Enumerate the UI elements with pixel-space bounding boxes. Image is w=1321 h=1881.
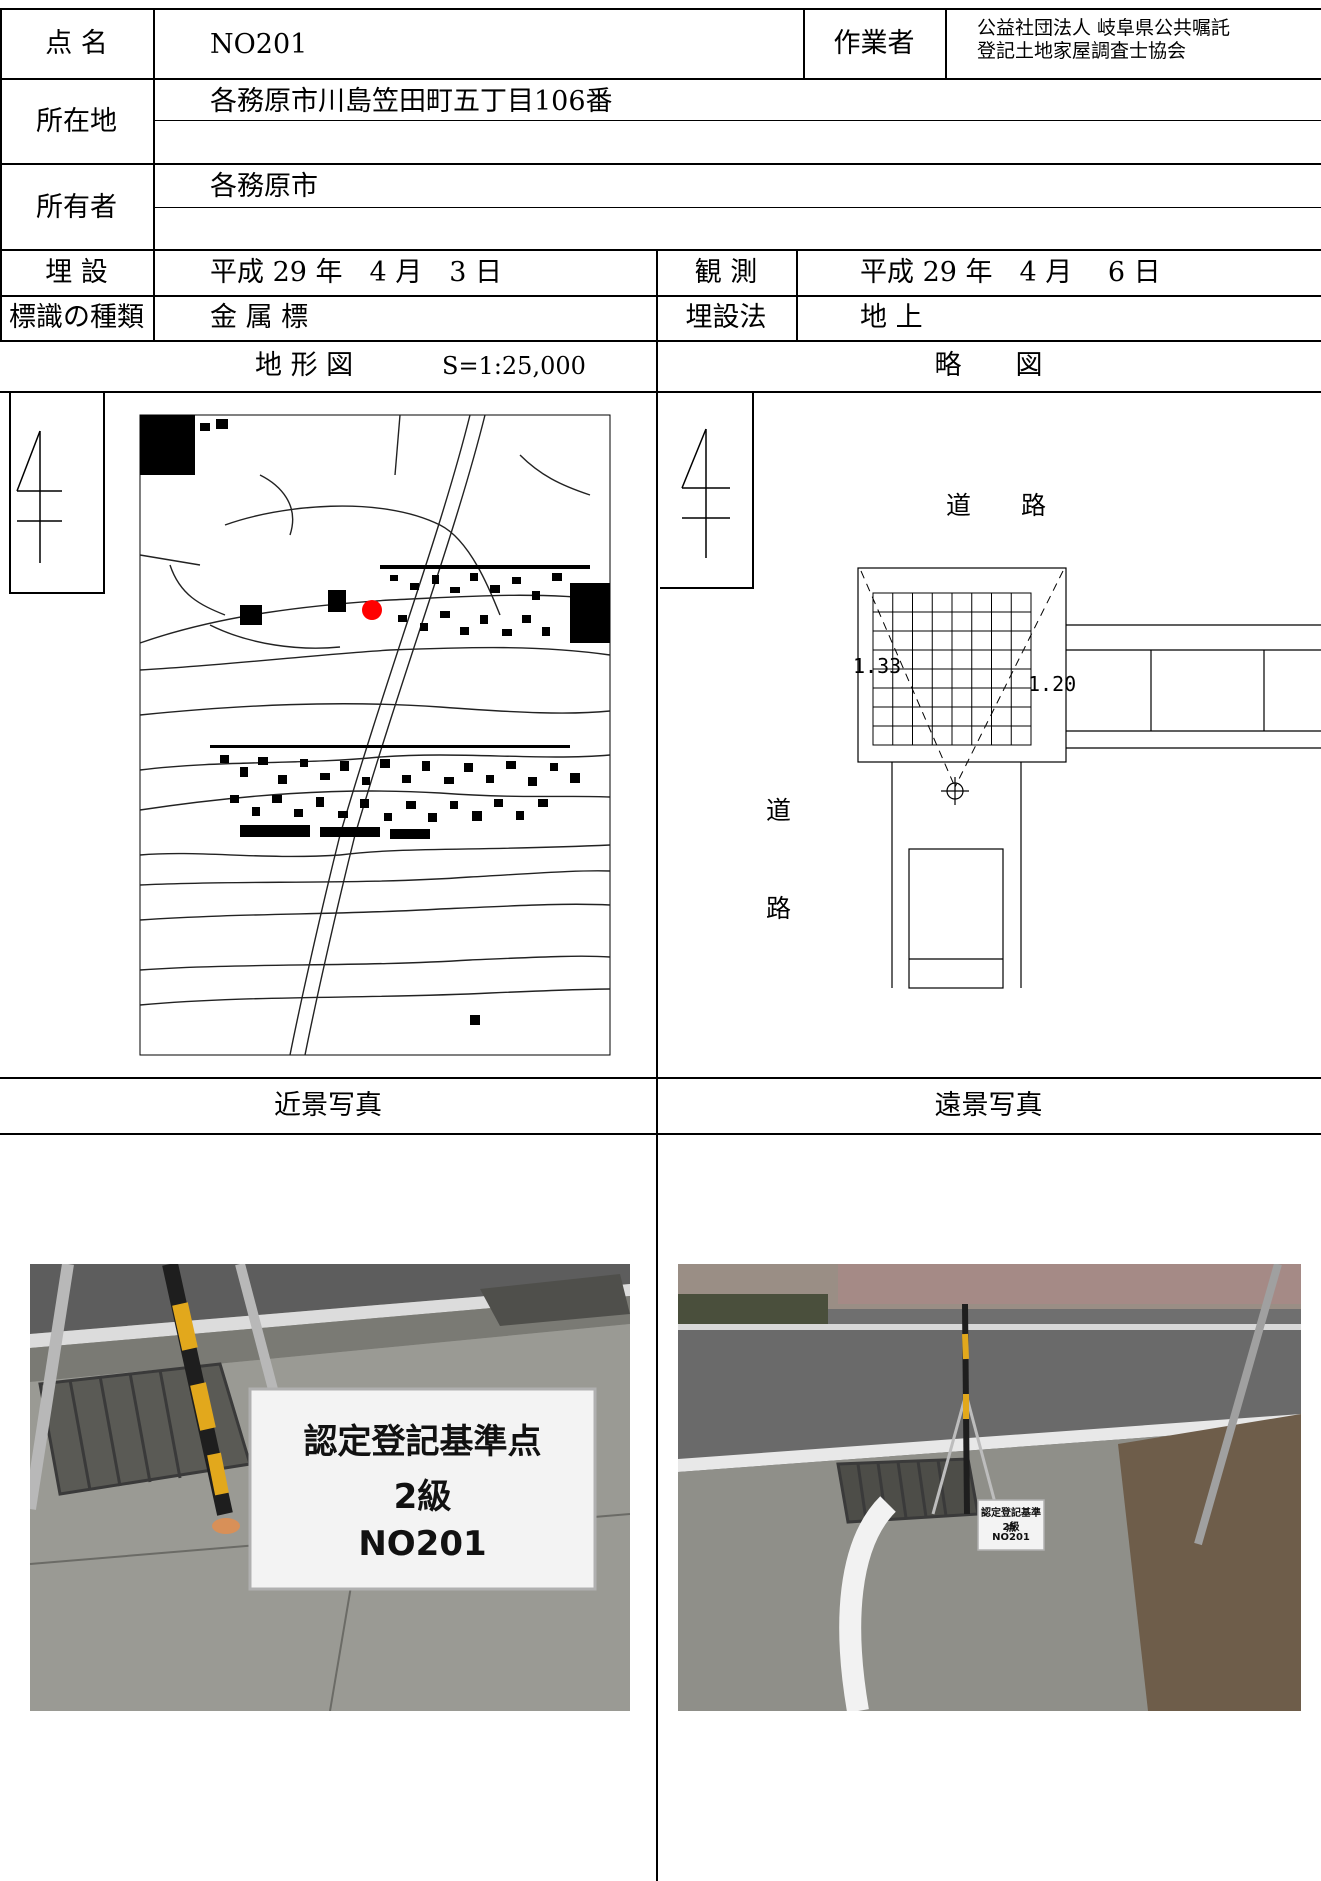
burial-method-value: 地 上 <box>860 302 923 333</box>
rule <box>803 8 805 79</box>
label-buried: 埋 設 <box>45 257 108 288</box>
label-marker-type: 標識の種類 <box>9 302 144 333</box>
sketch-svg <box>660 393 1321 989</box>
grating-grid <box>872 592 1032 746</box>
label-worker: 作業者 <box>833 28 915 59</box>
label-burial-method: 埋設法 <box>685 302 767 333</box>
rule <box>153 120 1321 121</box>
rule <box>796 249 798 341</box>
north-arrow-icon <box>681 428 730 558</box>
near-sign-line3: NO201 <box>358 1524 487 1564</box>
distance-left-label: 1.33 <box>853 654 902 678</box>
sketch-heading: 略 図 <box>934 350 1043 381</box>
north-arrow-icon <box>16 430 62 563</box>
rule <box>656 249 658 1881</box>
near-sign-line1: 認定登記基準点 <box>303 1422 542 1462</box>
rule <box>0 340 1321 342</box>
rule <box>0 163 1321 165</box>
rule <box>0 8 1321 10</box>
rule <box>0 8 2 341</box>
far-sign-line1: 認定登記基準点 <box>981 1508 1041 1534</box>
far-sign-line2: 2級 <box>1002 1522 1020 1533</box>
road-label-left-2: 路 <box>766 894 792 923</box>
east-road <box>1066 624 1321 749</box>
rule <box>0 391 1321 393</box>
marker-type-value: 金 属 標 <box>210 302 309 333</box>
rule <box>0 295 1321 297</box>
road-label-top: 道 路 <box>946 491 1047 520</box>
drain-grate <box>836 1457 980 1524</box>
target-point-marker <box>362 600 382 620</box>
rule <box>153 207 1321 208</box>
lot-outline <box>857 567 1067 763</box>
topo-map-heading: 地 形 図 <box>255 350 354 381</box>
distance-right-label: 1.20 <box>1028 672 1077 696</box>
rule <box>0 1133 1321 1135</box>
near-sign-line2: 2級 <box>393 1477 452 1517</box>
worker-value-line1: 公益社団法人 岐阜県公共嘱託 <box>977 17 1231 39</box>
label-location: 所在地 <box>36 106 117 137</box>
far-sign-line3: NO201 <box>992 1532 1030 1543</box>
far-photo: 認定登記基準点 2級 NO201 <box>678 1264 1301 1711</box>
distance-lines <box>860 570 1064 788</box>
label-point-name: 点 名 <box>45 28 108 59</box>
topo-map-svg <box>9 393 611 1056</box>
location-value: 各務原市川島笠田町五丁目106番 <box>210 86 613 117</box>
near-photo-heading: 近景写真 <box>274 1090 382 1121</box>
north-box <box>660 393 754 589</box>
rule <box>153 8 155 341</box>
owner-value: 各務原市 <box>210 171 318 202</box>
road-label-left-1: 道 <box>766 796 792 825</box>
sketch-panel: 道 路 道 路 1.33 1.20 <box>658 393 1321 1077</box>
buried-date-value: 平成 29 年 4 月 3 日 <box>210 257 503 288</box>
north-box <box>9 393 105 594</box>
sign-board <box>248 1387 597 1591</box>
rule <box>945 8 947 79</box>
south-road <box>891 762 1022 989</box>
observed-date-value: 平成 29 年 4 月 6 日 <box>860 257 1161 288</box>
point-name-value: NO201 <box>210 29 308 60</box>
map-scale-value: S=1:25,000 <box>442 352 586 380</box>
map-image <box>139 414 611 1056</box>
rule <box>0 78 1321 80</box>
near-photo: 認定登記基準点 2級 NO201 <box>30 1264 630 1711</box>
far-photo-heading: 遠景写真 <box>934 1090 1043 1121</box>
benchmark-symbol-icon <box>941 777 969 805</box>
label-owner: 所有者 <box>36 192 117 223</box>
rule <box>0 1077 1321 1079</box>
sign-board <box>977 1499 1045 1551</box>
topo-map-panel <box>2 393 656 1077</box>
rule <box>0 249 1321 251</box>
worker-value-line2: 登記土地家屋調査士協会 <box>977 40 1187 62</box>
label-observed: 観 測 <box>694 257 758 288</box>
